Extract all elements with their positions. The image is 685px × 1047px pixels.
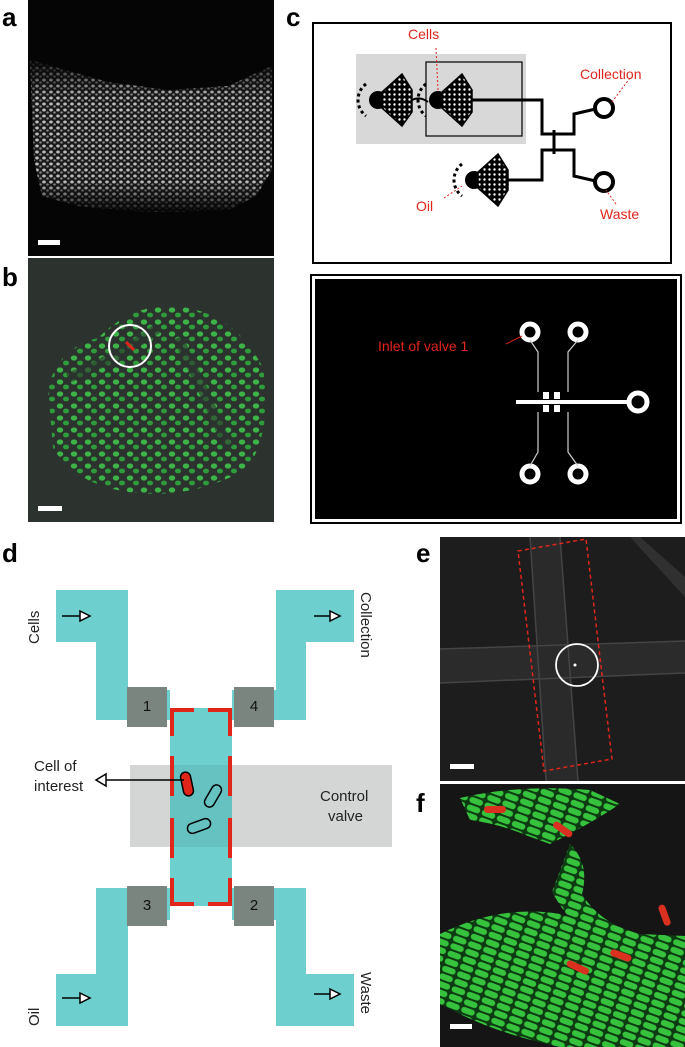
panel-b-svg bbox=[38, 306, 266, 511]
panel-c-top-schematic: Cells Collection Oil Waste bbox=[312, 22, 672, 264]
scale-bar bbox=[38, 506, 62, 511]
panel-label-b: b bbox=[2, 262, 18, 292]
channel-oil bbox=[56, 888, 170, 1026]
red-cell-2 bbox=[553, 821, 573, 838]
red-cell-1 bbox=[484, 806, 506, 813]
panel-a-micrograph bbox=[28, 0, 274, 256]
arrow-waste bbox=[314, 987, 342, 1001]
channel-cells bbox=[56, 590, 170, 720]
inlet-cells bbox=[416, 72, 473, 128]
channel-collection bbox=[564, 106, 601, 136]
cell-cluster bbox=[48, 306, 266, 494]
label-cell-of-interest-line2: interest bbox=[34, 778, 84, 795]
label-control-valve-line2: valve bbox=[328, 808, 364, 825]
scale-bar bbox=[38, 240, 60, 245]
panel-e-svg bbox=[440, 537, 685, 781]
label-collection: Collection bbox=[357, 592, 374, 658]
panel-label-e: e bbox=[416, 538, 431, 568]
valve-label-2: 2 bbox=[249, 897, 259, 914]
valve-pad-2 bbox=[554, 392, 560, 399]
label-waste: Waste bbox=[357, 972, 374, 1014]
red-cell-4 bbox=[610, 949, 632, 962]
valve-label-4: 4 bbox=[249, 698, 259, 715]
region-outline bbox=[517, 538, 613, 772]
cell-of-interest bbox=[179, 771, 195, 797]
arrow-cells bbox=[62, 609, 92, 623]
panel-a-svg bbox=[30, 60, 272, 245]
label-inlet-valve-1: Inlet of valve 1 bbox=[378, 338, 469, 354]
valve-label-3: 3 bbox=[142, 897, 152, 914]
scale-bar bbox=[450, 764, 474, 769]
cell-3 bbox=[186, 817, 212, 835]
outlet-collection bbox=[593, 97, 615, 119]
inlet-left bbox=[356, 72, 429, 128]
valve-2 bbox=[234, 886, 274, 926]
black-field bbox=[315, 279, 677, 519]
arrow-oil bbox=[62, 991, 92, 1005]
valve-1 bbox=[127, 687, 167, 727]
label-waste: Waste bbox=[600, 206, 640, 222]
label-cells: Cells bbox=[26, 610, 43, 644]
channel-collection bbox=[232, 590, 354, 720]
colony-top bbox=[460, 788, 620, 844]
red-cell-5 bbox=[566, 960, 589, 975]
channel-waste bbox=[232, 888, 354, 1026]
inlet-oil bbox=[452, 152, 509, 208]
valve-pad-4 bbox=[554, 405, 560, 412]
valve-pad-1 bbox=[543, 392, 549, 399]
label-collection: Collection bbox=[580, 66, 642, 82]
valve-4 bbox=[234, 687, 274, 727]
panel-e-micrograph bbox=[440, 537, 685, 781]
control-valve-region bbox=[130, 765, 392, 847]
channel-waste bbox=[564, 148, 601, 184]
panel-label-f: f bbox=[416, 788, 425, 818]
label-cell-of-interest-line1: Cell of bbox=[34, 758, 77, 775]
label-cells: Cells bbox=[408, 26, 440, 42]
panel-label-d: d bbox=[2, 538, 18, 568]
cell-2 bbox=[203, 784, 223, 808]
label-oil: Oil bbox=[416, 198, 434, 214]
panel-label-a: a bbox=[2, 2, 17, 32]
panel-c-bottom-svg bbox=[310, 274, 682, 524]
panel-d-svg bbox=[56, 590, 392, 1026]
panel-b-fluorescence bbox=[28, 258, 274, 522]
panel-f-svg bbox=[440, 788, 685, 1047]
panel-f-fluorescence bbox=[440, 784, 685, 1047]
target-circle bbox=[108, 324, 152, 368]
panel-d-valve-schematic: 1 4 3 2 Cells Collection Oil Waste Cell … bbox=[0, 560, 410, 1047]
valve-pad-3 bbox=[543, 405, 549, 412]
valve-3 bbox=[127, 886, 167, 926]
valve-label-1: 1 bbox=[142, 698, 152, 715]
target-circle bbox=[555, 643, 599, 687]
outlet-waste bbox=[593, 171, 615, 193]
chamber-outline bbox=[170, 708, 232, 906]
red-cell bbox=[124, 340, 136, 352]
panel-label-c: c bbox=[286, 2, 301, 32]
panel-c-bottom-mask: Inlet of valve 1 bbox=[310, 274, 682, 524]
label-oil: Oil bbox=[26, 1007, 43, 1026]
scale-bar bbox=[450, 1024, 472, 1029]
panel-c-top-svg bbox=[312, 22, 672, 264]
label-control-valve-line1: Control bbox=[320, 788, 369, 805]
colony-bottom bbox=[440, 911, 685, 1047]
arrow-collection bbox=[314, 609, 342, 623]
red-cell-3 bbox=[658, 904, 671, 926]
